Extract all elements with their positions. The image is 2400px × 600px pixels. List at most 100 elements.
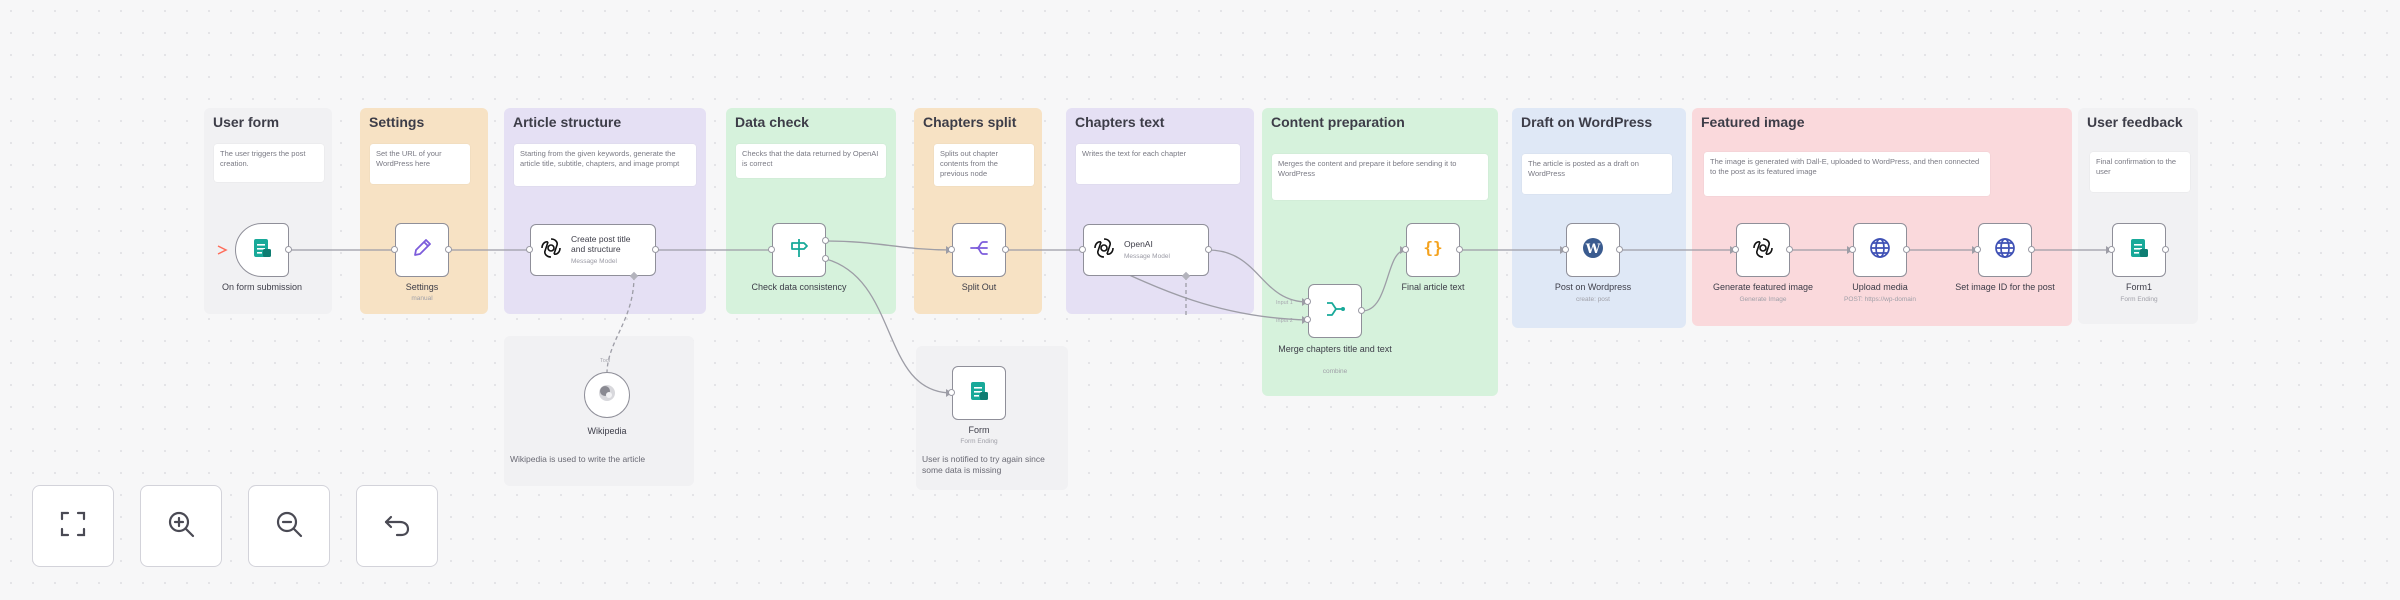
node-title: Create post title and structure bbox=[571, 234, 631, 254]
group-title: Featured image bbox=[1701, 114, 1805, 130]
output-port[interactable] bbox=[285, 246, 292, 253]
node-post-wordpress[interactable]: W bbox=[1566, 223, 1620, 277]
output-port[interactable] bbox=[1786, 246, 1793, 253]
fit-view-button[interactable] bbox=[32, 485, 114, 567]
group-content-preparation: Content preparation Merges the content a… bbox=[1262, 108, 1498, 396]
expand-icon bbox=[58, 509, 88, 544]
node-settings[interactable] bbox=[395, 223, 449, 277]
sticky-note: The user triggers the post creation. bbox=[214, 144, 324, 182]
output-port-false[interactable] bbox=[822, 255, 829, 262]
edge-label: Input 1 bbox=[1276, 300, 1293, 306]
node-form-trigger[interactable] bbox=[235, 223, 289, 277]
output-port[interactable] bbox=[2162, 246, 2169, 253]
input-port[interactable] bbox=[1304, 298, 1311, 305]
output-port[interactable] bbox=[1205, 246, 1212, 253]
input-port[interactable] bbox=[391, 246, 398, 253]
openai-icon bbox=[1751, 236, 1775, 265]
node-generate-image[interactable] bbox=[1736, 223, 1790, 277]
group-chapters-text: Chapters text Writes the text for each c… bbox=[1066, 108, 1254, 314]
node-wikipedia[interactable] bbox=[584, 372, 630, 418]
form-icon bbox=[966, 378, 992, 409]
input-port[interactable] bbox=[526, 246, 533, 253]
group-title: Settings bbox=[369, 114, 425, 130]
group-title: Chapters split bbox=[923, 114, 1017, 130]
output-port[interactable] bbox=[1002, 246, 1009, 253]
node-form-final[interactable] bbox=[2112, 223, 2166, 277]
group-title: Draft on WordPress bbox=[1521, 114, 1653, 130]
node-openai-chapters[interactable]: OpenAI Message Model bbox=[1083, 224, 1209, 276]
openai-icon bbox=[1092, 236, 1116, 265]
svg-text:{}: {} bbox=[1423, 238, 1442, 257]
input-port[interactable] bbox=[768, 246, 775, 253]
zoom-out-icon bbox=[274, 509, 304, 544]
node-subtitle: combine bbox=[1322, 368, 1348, 375]
group-user-form: User form The user triggers the post cre… bbox=[204, 108, 332, 314]
node-label: Split Out bbox=[961, 282, 997, 292]
input-port[interactable] bbox=[1849, 246, 1856, 253]
output-port[interactable] bbox=[445, 246, 452, 253]
group-title: Article structure bbox=[513, 114, 622, 130]
node-create-structure[interactable]: Create post title and structure Message … bbox=[530, 224, 656, 276]
node-subtitle: POST: https://wp-domain bbox=[1844, 296, 1916, 303]
input-port[interactable] bbox=[2108, 246, 2115, 253]
node-form-error[interactable] bbox=[952, 366, 1006, 420]
output-port[interactable] bbox=[652, 246, 659, 253]
code-braces-icon: {} bbox=[1420, 235, 1446, 266]
sticky-note: Merges the content and prepare it before… bbox=[1272, 154, 1488, 200]
sticky-note: Final confirmation to the user bbox=[2090, 152, 2190, 192]
group-title: Chapters text bbox=[1075, 114, 1165, 130]
node-subtitle: Message Model bbox=[571, 258, 617, 265]
split-icon bbox=[966, 235, 992, 266]
node-subtitle: Message Model bbox=[1124, 253, 1170, 260]
openai-icon bbox=[539, 236, 563, 265]
node-set-image[interactable] bbox=[1978, 223, 2032, 277]
input-port[interactable] bbox=[1732, 246, 1739, 253]
output-port[interactable] bbox=[1358, 307, 1365, 314]
group-title: User feedback bbox=[2087, 114, 2183, 130]
zoom-out-button[interactable] bbox=[248, 485, 330, 567]
node-label: Set image ID for the post bbox=[1955, 282, 2055, 292]
node-label: Upload media bbox=[1852, 282, 1908, 292]
input-port[interactable] bbox=[948, 246, 955, 253]
node-label: Form1 bbox=[2125, 282, 2152, 292]
input-port[interactable] bbox=[1402, 246, 1409, 253]
sticky-note: Starting from the given keywords, genera… bbox=[514, 144, 696, 186]
node-subtitle: Form Ending bbox=[960, 438, 998, 445]
wikipedia-icon bbox=[597, 383, 617, 408]
sticky-note: Set the URL of your WordPress here bbox=[370, 144, 470, 184]
globe-icon bbox=[1992, 235, 2018, 266]
node-split-out[interactable] bbox=[952, 223, 1006, 277]
group-title: Data check bbox=[735, 114, 809, 130]
output-port[interactable] bbox=[1903, 246, 1910, 253]
output-port[interactable] bbox=[1616, 246, 1623, 253]
input-port[interactable] bbox=[1304, 316, 1311, 323]
node-label: Form bbox=[968, 425, 990, 435]
sticky-note: The article is posted as a draft on Word… bbox=[1522, 154, 1672, 194]
output-port-true[interactable] bbox=[822, 237, 829, 244]
group-article-structure: Article structure Starting from the give… bbox=[504, 108, 706, 314]
input-port[interactable] bbox=[1974, 246, 1981, 253]
reset-zoom-button[interactable] bbox=[356, 485, 438, 567]
node-subtitle: manual bbox=[411, 295, 433, 302]
node-upload-media[interactable] bbox=[1853, 223, 1907, 277]
node-label: Generate featured image bbox=[1712, 282, 1814, 292]
node-subtitle: create: post bbox=[1576, 296, 1610, 303]
node-check-consistency[interactable] bbox=[772, 223, 826, 277]
form-icon bbox=[249, 235, 275, 266]
node-label: Merge chapters title and text bbox=[1278, 344, 1392, 354]
input-port[interactable] bbox=[1079, 246, 1086, 253]
input-port[interactable] bbox=[948, 389, 955, 396]
tool-tag: Tool bbox=[600, 358, 611, 364]
group-user-feedback: User feedback Final confirmation to the … bbox=[2078, 108, 2198, 324]
node-label: Check data consistency bbox=[751, 282, 847, 292]
node-merge[interactable] bbox=[1308, 284, 1362, 338]
sticky-note: The image is generated with Dall-E, uplo… bbox=[1704, 152, 1990, 196]
node-final-text[interactable]: {} bbox=[1406, 223, 1460, 277]
input-port[interactable] bbox=[1562, 246, 1569, 253]
node-label: Final article text bbox=[1401, 282, 1465, 292]
wordpress-icon: W bbox=[1580, 235, 1606, 266]
output-port[interactable] bbox=[2028, 246, 2035, 253]
output-port[interactable] bbox=[1456, 246, 1463, 253]
zoom-in-button[interactable] bbox=[140, 485, 222, 567]
